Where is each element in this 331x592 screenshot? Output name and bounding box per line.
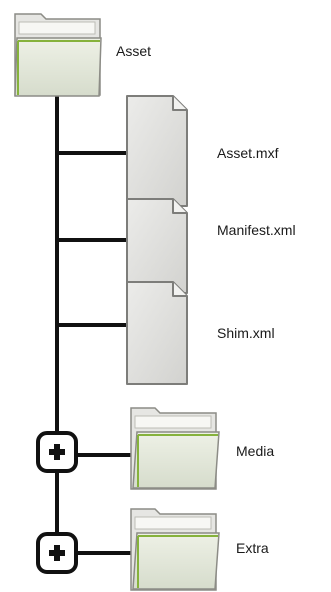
subfolder-label-extra: Extra [236, 540, 269, 556]
folder-icon[interactable] [14, 13, 102, 97]
expand-icon[interactable] [36, 431, 78, 473]
file-icon[interactable] [126, 95, 188, 207]
subfolder-label-media: Media [236, 443, 275, 459]
expand-icon[interactable] [36, 532, 78, 574]
root-folder-label: Asset [116, 43, 152, 59]
file-label-manifest-xml: Manifest.xml [217, 222, 296, 238]
folder-icon[interactable] [130, 407, 220, 490]
tree-connectors [55, 88, 134, 555]
file-icon[interactable] [126, 281, 188, 385]
file-icon[interactable] [126, 198, 188, 294]
file-label-shim-xml: Shim.xml [217, 325, 275, 341]
folder-icon[interactable] [130, 508, 220, 591]
file-label-asset-mxf: Asset.mxf [217, 145, 279, 161]
